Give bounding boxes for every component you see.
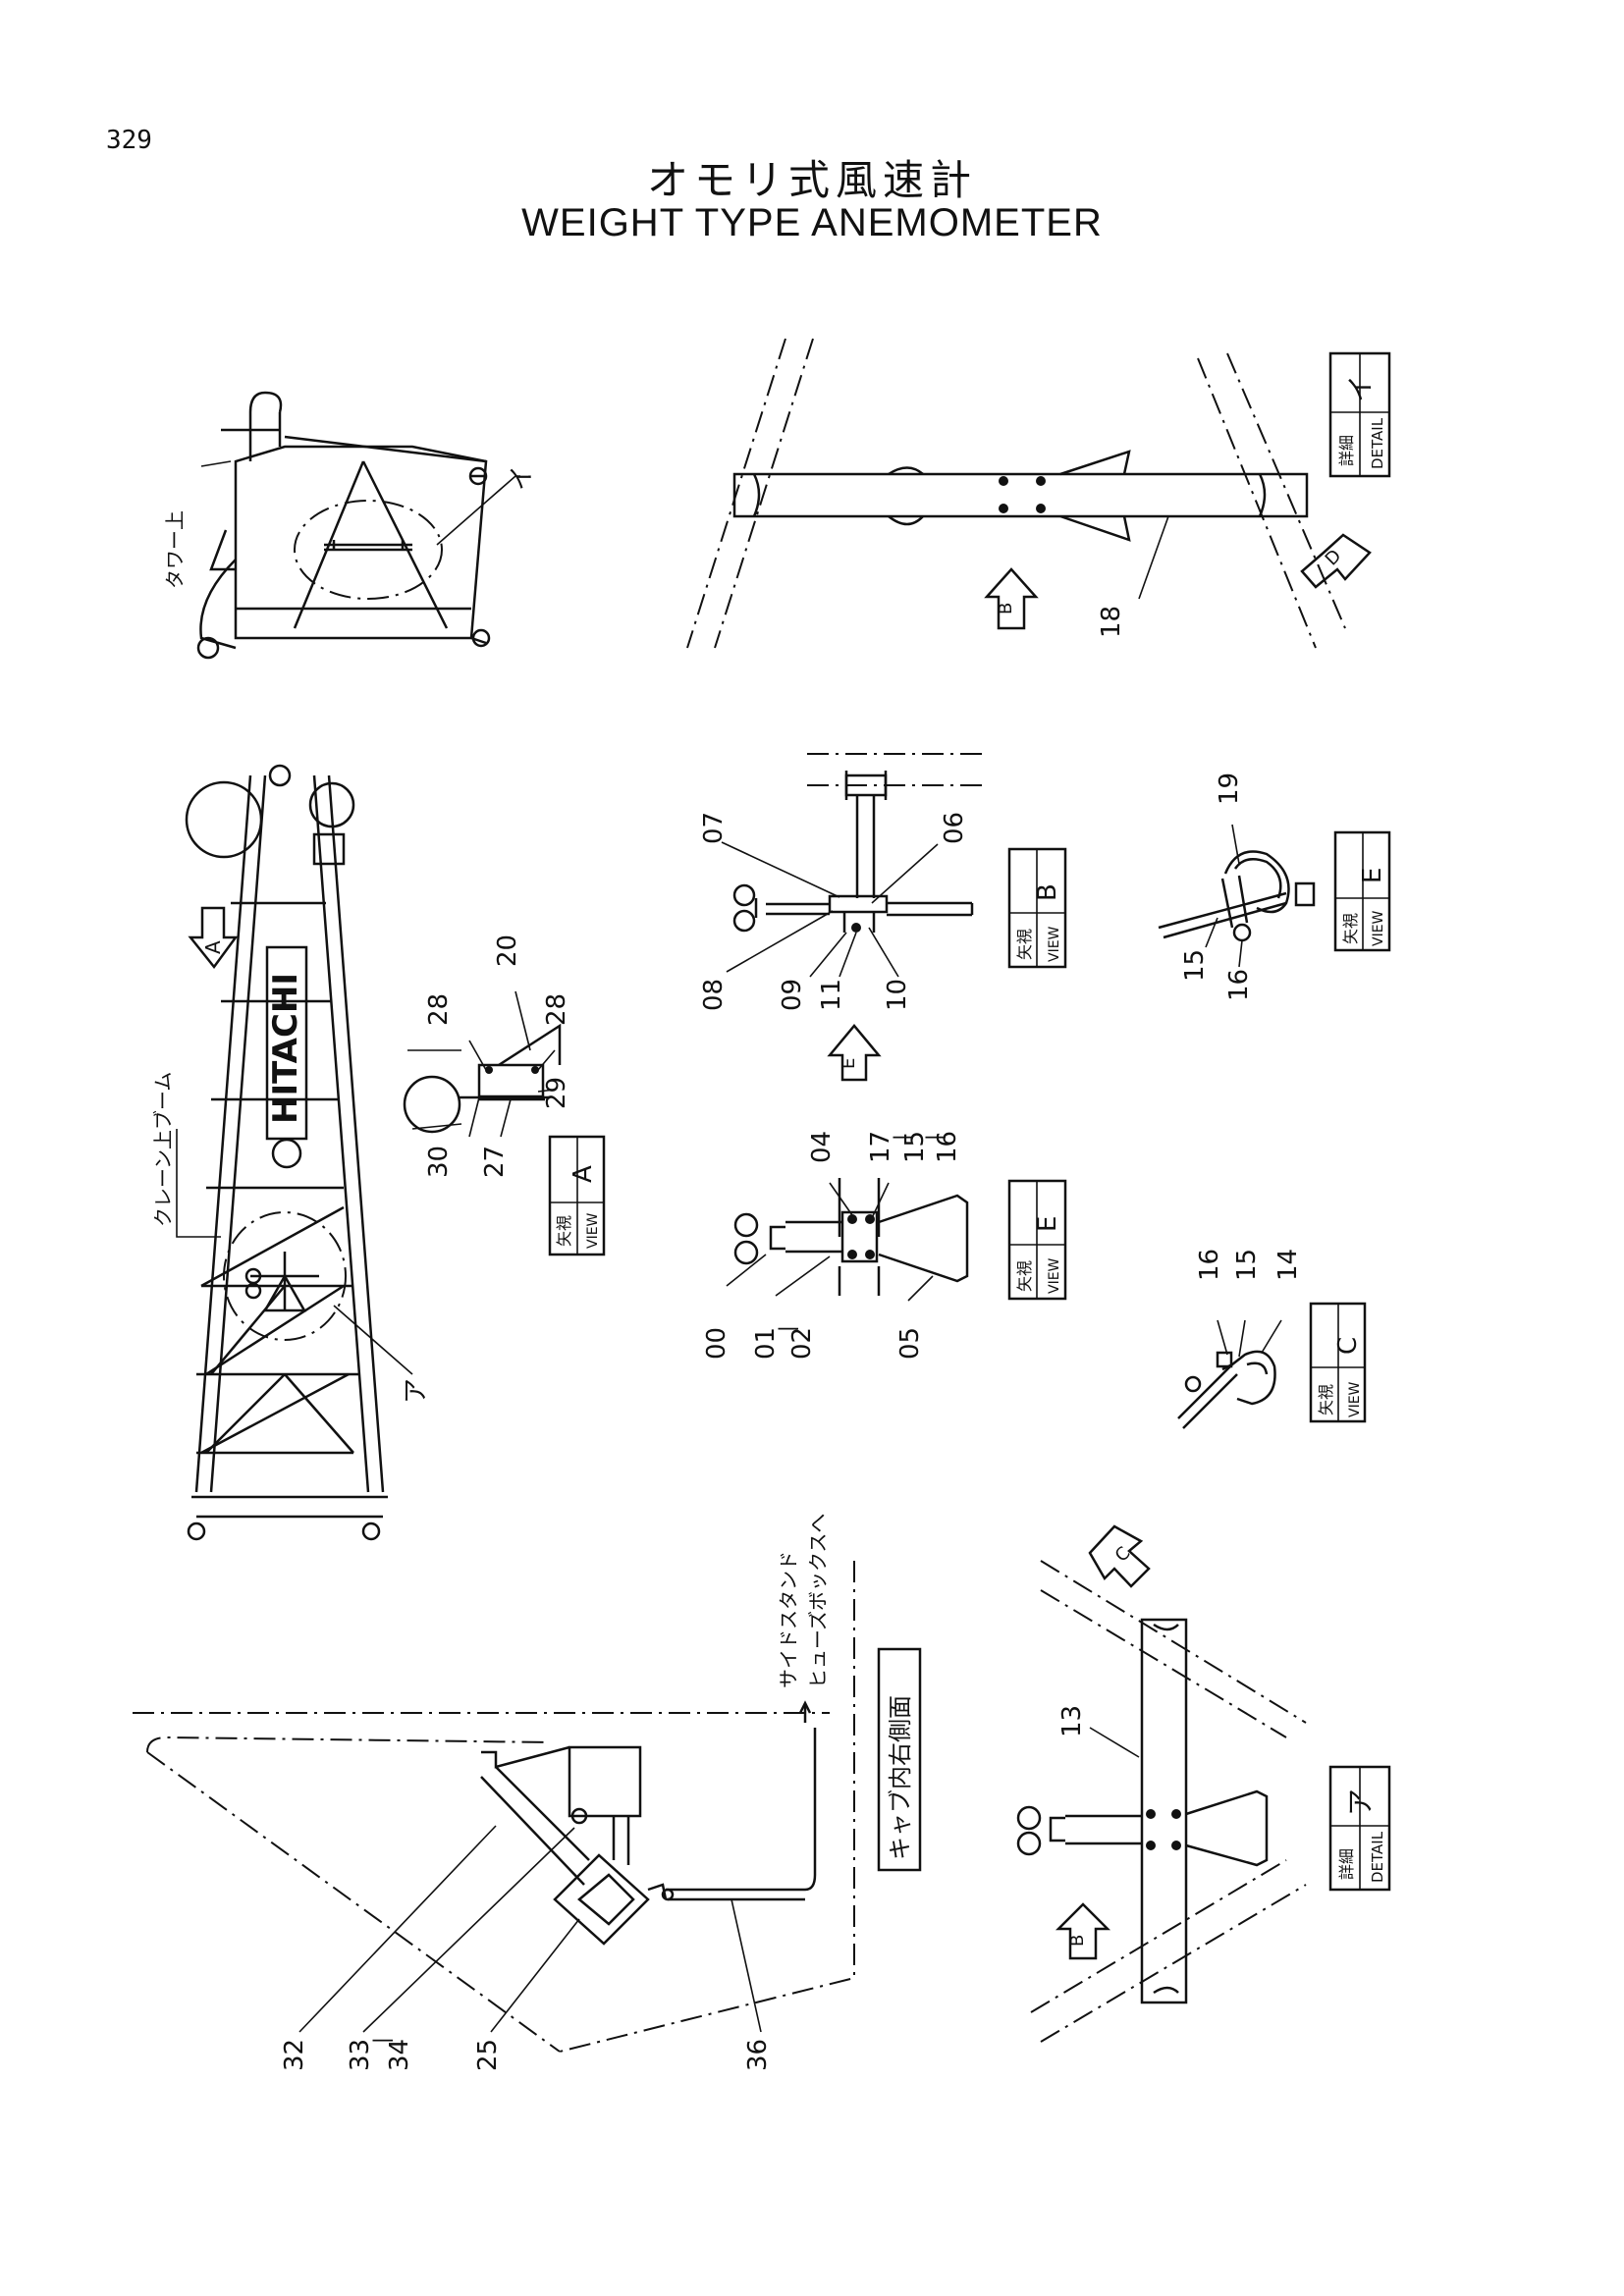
part-14: 14 bbox=[1273, 1249, 1303, 1281]
view-b-en: VIEW bbox=[1047, 926, 1062, 962]
detail-i-en: DETAIL bbox=[1369, 417, 1386, 469]
note-cab-right: キャブ内右側面 bbox=[887, 1695, 914, 1860]
title-english: WEIGHT TYPE ANEMOMETER bbox=[521, 201, 1103, 244]
view-a: 20 28 28 29 30 27 矢視 VIEW A bbox=[403, 934, 606, 1256]
part-28-left: 28 bbox=[424, 993, 454, 1026]
view-e1-id: E bbox=[1358, 868, 1387, 883]
dash-1: | bbox=[890, 1134, 913, 1141]
detail-i-id: イ bbox=[1344, 375, 1377, 402]
part-30: 30 bbox=[424, 1146, 454, 1178]
part-18: 18 bbox=[1097, 606, 1126, 638]
part-07: 07 bbox=[699, 812, 729, 844]
part-01: 01 bbox=[751, 1327, 781, 1360]
part-15-a: 15 bbox=[1180, 949, 1210, 982]
arrow-b-top: B bbox=[996, 603, 1016, 614]
hitachi-logo-text: HITACHI bbox=[266, 973, 305, 1124]
detail-a-id: ア bbox=[1344, 1789, 1377, 1816]
part-04: 04 bbox=[807, 1131, 837, 1163]
part-16-b: 16 bbox=[933, 1131, 962, 1163]
view-b: 07 06 08 09 11 10 E 矢視 VIEW B bbox=[699, 753, 1067, 1082]
part-19: 19 bbox=[1215, 773, 1244, 805]
part-20: 20 bbox=[493, 934, 522, 967]
view-a-jp: 矢視 bbox=[555, 1215, 573, 1247]
detail-ref-i: イ bbox=[508, 465, 537, 491]
arrow-a: A bbox=[201, 940, 225, 954]
view-c-en: VIEW bbox=[1347, 1381, 1363, 1417]
part-15-b: 15 bbox=[900, 1131, 930, 1163]
view-a-en: VIEW bbox=[585, 1212, 601, 1249]
part-00: 00 bbox=[702, 1327, 731, 1360]
part-11: 11 bbox=[817, 979, 846, 1011]
part-16-c: 16 bbox=[1195, 1249, 1224, 1281]
part-09: 09 bbox=[778, 979, 807, 1011]
part-36: 36 bbox=[743, 2039, 773, 2071]
view-c-jp: 矢視 bbox=[1317, 1384, 1335, 1415]
part-02: 02 bbox=[787, 1327, 817, 1360]
page-number: 329 bbox=[106, 126, 152, 155]
tower-top-sketch: イ タワー上 bbox=[163, 391, 537, 660]
part-28-right: 28 bbox=[542, 993, 571, 1026]
detail-i-view: 18 B D 詳細 DETAIL イ bbox=[686, 338, 1391, 649]
view-e2-en: VIEW bbox=[1047, 1257, 1062, 1294]
note-tower-top: タワー上 bbox=[163, 510, 187, 589]
detail-ref-a: ア bbox=[402, 1378, 431, 1404]
part-05: 05 bbox=[895, 1327, 925, 1360]
part-33: 33 bbox=[346, 2039, 375, 2071]
part-06: 06 bbox=[940, 812, 969, 844]
view-e-anemometer: 04 17 | 15 | 16 00 01 | 02 05 矢視 VIEW E bbox=[702, 1131, 1067, 1360]
part-34: 34 bbox=[385, 2039, 414, 2071]
part-17: 17 bbox=[866, 1131, 895, 1163]
detail-a-jp: 詳細 bbox=[1337, 1848, 1356, 1880]
view-e1-jp: 矢視 bbox=[1341, 913, 1360, 944]
crane-boom-sketch: HITACHI A ア クレーン上ブーム bbox=[151, 764, 431, 1541]
arrow-e: E bbox=[839, 1058, 859, 1069]
note-crane-boom: クレーン上ブーム bbox=[151, 1072, 175, 1227]
note-fuse-box: ヒューズボックスへ bbox=[806, 1514, 830, 1688]
arrow-c: C bbox=[1111, 1543, 1135, 1567]
title-japanese: オモリ式風速計 bbox=[646, 156, 977, 204]
part-10: 10 bbox=[883, 979, 912, 1011]
dash-2: | bbox=[922, 1134, 946, 1141]
cab-wiring: サイドスタンド ヒューズボックスへ キャブ内右側面 32 33 | 34 25 … bbox=[133, 1514, 922, 2071]
view-e2-jp: 矢視 bbox=[1015, 1260, 1034, 1292]
view-e-clamp: 19 15 16 矢視 VIEW E bbox=[1158, 773, 1391, 1001]
view-b-id: B bbox=[1033, 883, 1062, 901]
arrow-b-bottom: B bbox=[1067, 1935, 1088, 1947]
part-27: 27 bbox=[480, 1146, 510, 1178]
detail-a-en: DETAIL bbox=[1369, 1831, 1386, 1883]
part-13: 13 bbox=[1057, 1705, 1087, 1737]
part-29: 29 bbox=[542, 1077, 571, 1109]
part-32: 32 bbox=[280, 2039, 309, 2071]
part-08: 08 bbox=[699, 979, 729, 1011]
dash-4: | bbox=[369, 2037, 393, 2044]
detail-a-view: 13 C B 詳細 DETAIL ア bbox=[1016, 1524, 1391, 2043]
dash-3: | bbox=[775, 1325, 798, 1332]
part-25: 25 bbox=[473, 2039, 503, 2071]
view-c-id: C bbox=[1333, 1337, 1363, 1355]
detail-i-jp: 詳細 bbox=[1337, 435, 1356, 466]
view-e2-id: E bbox=[1033, 1216, 1062, 1232]
part-16-a: 16 bbox=[1224, 969, 1254, 1001]
arrow-d: D bbox=[1322, 546, 1346, 570]
view-b-jp: 矢視 bbox=[1015, 929, 1034, 960]
view-a-id: A bbox=[568, 1165, 598, 1183]
note-side-stand: サイドスタンド bbox=[777, 1551, 800, 1688]
part-15-c: 15 bbox=[1232, 1249, 1262, 1281]
view-c: 16 15 14 矢視 VIEW C bbox=[1177, 1249, 1367, 1429]
view-e1-en: VIEW bbox=[1371, 910, 1386, 946]
